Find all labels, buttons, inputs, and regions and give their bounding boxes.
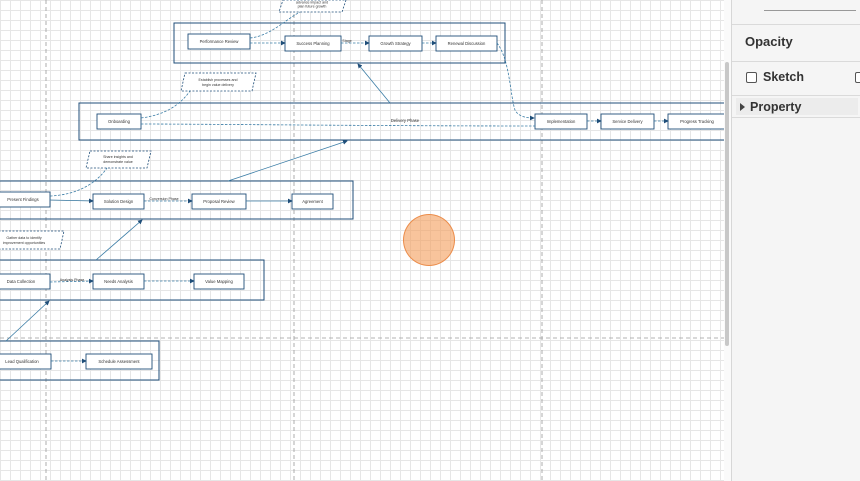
note-establish[interactable]: Establish processes and begin value deli… — [180, 72, 257, 92]
phase-analysis-label: Analysis Phase — [60, 278, 85, 282]
phase-delivery[interactable]: Delivery Phase — [78, 102, 724, 141]
node-needs-analysis[interactable]: Needs Analysis — [92, 273, 145, 290]
svg-text:begin value delivery: begin value delivery — [202, 83, 234, 87]
svg-text:Service Delivery: Service Delivery — [612, 119, 643, 124]
sketch-option[interactable]: Sketch — [746, 70, 804, 84]
svg-text:Gather data to identify: Gather data to identify — [6, 236, 42, 240]
edge-delivery-performance[interactable] — [357, 63, 391, 104]
panel-divider — [732, 95, 860, 96]
property-section-header[interactable]: Property — [736, 98, 858, 115]
opacity-label: Opacity — [745, 34, 793, 49]
svg-text:Establish processes and: Establish processes and — [199, 78, 238, 82]
edge-analysis-conversion[interactable] — [95, 219, 143, 261]
svg-text:Onboarding: Onboarding — [108, 119, 131, 124]
svg-text:Performance Review: Performance Review — [200, 39, 240, 44]
phase-conversion-label: Conversion Phase — [149, 197, 178, 201]
edge-qualification-analysis[interactable] — [5, 300, 50, 342]
svg-text:plan future growth: plan future growth — [298, 5, 327, 9]
node-performance-review[interactable]: Performance Review — [187, 33, 251, 50]
scrollbar-thumb[interactable] — [725, 62, 729, 346]
node-solution-design[interactable]: Solution Design — [92, 193, 145, 210]
second-checkbox[interactable] — [855, 72, 860, 83]
cursor-highlight — [403, 214, 455, 266]
svg-text:Agreement: Agreement — [302, 199, 323, 204]
svg-text:Renewal Discussion: Renewal Discussion — [448, 41, 486, 46]
note-top[interactable]: advance impact and plan future growth — [278, 0, 347, 13]
node-implementation[interactable]: Implementation — [534, 113, 588, 130]
node-progress-tracking[interactable]: Progress Tracking — [667, 113, 724, 130]
svg-text:Present Findings: Present Findings — [7, 197, 38, 202]
svg-text:Delivery Phase: Delivery Phase — [391, 118, 420, 123]
node-service-delivery[interactable]: Service Delivery — [600, 113, 655, 130]
note-gather[interactable]: Gather data to identify improvement oppo… — [0, 230, 65, 250]
panel-top-field[interactable] — [764, 0, 856, 11]
panel-divider — [732, 61, 860, 62]
svg-text:Progress Tracking: Progress Tracking — [680, 119, 714, 124]
svg-text:Solution Design: Solution Design — [104, 199, 134, 204]
phase-group-performance[interactable] — [173, 22, 506, 64]
sketch-checkbox[interactable] — [746, 71, 757, 83]
svg-text:Data Collection: Data Collection — [7, 279, 36, 284]
edge-onboarding-note[interactable] — [140, 90, 191, 119]
node-lead-qualification[interactable]: Lead Qualification — [0, 353, 52, 370]
svg-text:improvement opportunities: improvement opportunities — [3, 241, 46, 245]
phase-conversion[interactable] — [0, 180, 354, 220]
canvas-vertical-scrollbar[interactable] — [724, 0, 731, 481]
svg-text:Value Mapping: Value Mapping — [205, 279, 233, 284]
node-renewal-discussion[interactable]: Renewal Discussion — [435, 35, 498, 52]
svg-text:Needs Analysis: Needs Analysis — [104, 279, 133, 284]
format-panel: Opacity Sketch Property — [731, 0, 860, 481]
diagram-svg: advance impact and plan future growth Pe… — [0, 0, 724, 481]
edge-data-needs[interactable] — [49, 278, 94, 284]
svg-text:advance impact and: advance impact and — [296, 1, 328, 5]
edge-findings-note[interactable] — [49, 167, 108, 197]
diagram-canvas[interactable]: advance impact and plan future growth Pe… — [0, 0, 724, 481]
svg-text:Success Planning: Success Planning — [296, 41, 330, 46]
svg-text:Implementation: Implementation — [547, 119, 576, 124]
edge-label-stage: Stage — [342, 39, 351, 43]
property-label: Property — [750, 99, 802, 114]
node-growth-strategy[interactable]: Growth Strategy — [368, 35, 423, 52]
edge-perf-note-top[interactable] — [249, 11, 301, 39]
edge-renewal-implementation[interactable] — [496, 42, 535, 121]
panel-divider — [732, 24, 860, 25]
node-present-findings[interactable]: Present Findings — [0, 191, 51, 208]
panel-divider — [732, 117, 860, 118]
svg-text:Share insights and: Share insights and — [103, 155, 133, 159]
svg-text:demonstrate value: demonstrate value — [103, 160, 133, 164]
node-schedule-assessment[interactable]: Schedule Assessment — [85, 353, 153, 370]
sketch-label: Sketch — [763, 70, 804, 84]
node-proposal-review[interactable]: Proposal Review — [191, 193, 247, 210]
svg-text:Growth Strategy: Growth Strategy — [380, 41, 411, 46]
phase-analysis[interactable] — [0, 259, 265, 301]
note-share[interactable]: Share insights and demonstrate value — [85, 150, 152, 169]
node-value-mapping[interactable]: Value Mapping — [193, 273, 245, 290]
edge-findings-design[interactable] — [49, 198, 94, 204]
edge-conversion-delivery[interactable] — [227, 139, 348, 182]
edge-onboarding-implementation[interactable] — [140, 123, 536, 127]
node-onboarding[interactable]: Onboarding — [96, 113, 142, 130]
svg-text:Lead Qualification: Lead Qualification — [5, 359, 39, 364]
chevron-right-icon — [740, 102, 745, 111]
svg-text:Proposal Review: Proposal Review — [203, 199, 235, 204]
node-success-planning[interactable]: Success Planning — [284, 35, 342, 52]
node-agreement[interactable]: Agreement — [291, 193, 334, 210]
node-data-collection[interactable]: Data Collection — [0, 273, 51, 290]
phase-qualification[interactable] — [0, 340, 160, 381]
svg-text:Schedule Assessment: Schedule Assessment — [98, 359, 140, 364]
